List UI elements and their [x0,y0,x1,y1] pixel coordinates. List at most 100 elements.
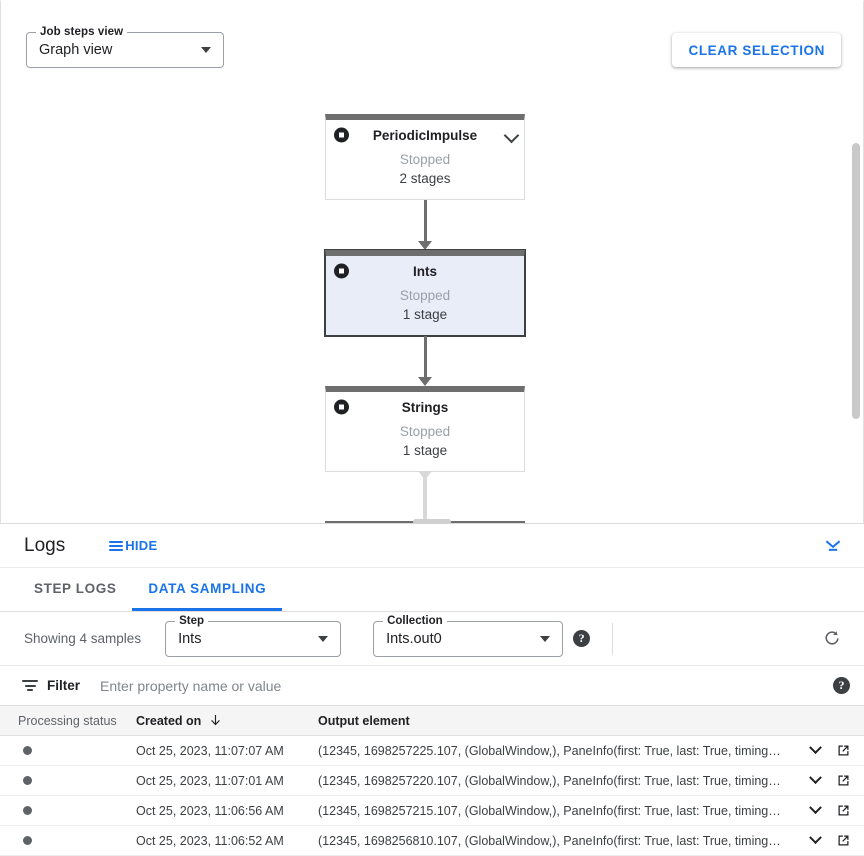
logs-title: Logs [24,534,66,556]
open-in-new-icon [838,805,848,816]
table-row[interactable]: Oct 25, 2023, 11:06:52 AM (12345, 169825… [0,826,864,856]
cell-created-on: Oct 25, 2023, 11:06:56 AM [136,803,284,818]
filter-icon [22,680,38,691]
cell-processing-status [0,836,130,845]
sampling-controls: Showing 4 samples Step Ints Collection I… [0,612,864,666]
open-in-new-icon [838,835,848,846]
row-actions [802,738,864,764]
refresh-samples-button[interactable] [814,621,850,657]
job-steps-view-label: Job steps view [36,25,128,39]
column-header-processing-status[interactable]: Processing status [18,713,117,728]
collection-select[interactable]: Collection Ints.out0 [373,613,564,657]
menu-icon [109,540,124,551]
row-actions [802,768,864,794]
stopped-icon [334,127,349,143]
table-row[interactable]: Oct 25, 2023, 11:06:56 AM (12345, 169825… [0,796,864,826]
collection-select-value: Ints.out0 [386,630,442,647]
showing-samples-text: Showing 4 samples [24,631,142,646]
processing-status-dot-icon [23,836,32,845]
samples-table: Processing status Created on Output elem… [0,706,864,856]
graph-canvas[interactable]: PeriodicImpulse Stopped 2 stages Ints St… [1,1,863,523]
tab-data-sampling[interactable]: DATA SAMPLING [132,568,283,611]
step-select[interactable]: Step Ints [165,613,342,657]
expand-row-button[interactable] [802,798,828,824]
chevron-down-icon [540,635,551,642]
node-status: Stopped [399,152,451,167]
chevron-down-icon [808,771,822,785]
filter-help-icon[interactable]: ? [833,677,850,694]
graph-edge-2 [423,336,427,378]
open-in-new-icon [838,745,848,756]
logs-panel-resize-handle[interactable] [413,519,451,524]
table-row[interactable]: Oct 25, 2023, 11:07:07 AM (12345, 169825… [0,736,864,766]
graph-edge-1 [423,200,427,242]
node-stages: 1 stage [402,443,448,458]
chevron-down-icon [201,47,211,53]
node-status: Stopped [399,424,451,439]
step-select-value: Ints [178,630,202,647]
graph-edge-3 [423,472,427,523]
chevron-down-icon [808,741,822,755]
open-in-new-button[interactable] [830,828,856,854]
cell-created-on: Oct 25, 2023, 11:06:52 AM [136,833,284,848]
node-stages: 2 stages [399,171,451,186]
open-in-new-button[interactable] [830,738,856,764]
graph-node-strings[interactable]: Strings Stopped 1 stage [325,386,525,472]
table-row[interactable]: Oct 25, 2023, 11:07:01 AM (12345, 169825… [0,766,864,796]
column-header-output-element[interactable]: Output element [318,713,410,728]
node-title: PeriodicImpulse [372,127,478,143]
processing-status-dot-icon [23,806,32,815]
job-steps-view-value: Graph view [39,42,113,58]
tab-step-logs[interactable]: STEP LOGS [18,568,132,611]
node-header: Ints [326,256,524,286]
processing-status-dot-icon [23,776,32,785]
graph-node-ints[interactable]: Ints Stopped 1 stage [325,250,525,336]
cell-output-element: (12345, 1698257220.107, (GlobalWindow,),… [318,773,781,788]
collection-help-icon[interactable]: ? [573,630,591,647]
stopped-icon [334,399,349,415]
graph-edge-arrow-3 [418,471,432,480]
open-in-new-button[interactable] [830,798,856,824]
collapse-panel-button[interactable] [816,529,850,563]
sort-descending-icon [209,714,222,727]
filter-input[interactable] [98,676,833,695]
cell-created-on: Oct 25, 2023, 11:07:01 AM [136,773,284,788]
cell-output-element: (12345, 1698257225.107, (GlobalWindow,),… [318,743,781,758]
cell-output-element: (12345, 1698257215.107, (GlobalWindow,),… [318,803,781,818]
logs-header: Logs HIDE [0,524,864,568]
expand-less-double-icon [825,539,841,551]
expand-row-button[interactable] [802,828,828,854]
node-title: Ints [412,263,437,279]
filter-bar: Filter ? [0,666,864,706]
table-header-row: Processing status Created on Output elem… [0,706,864,736]
open-in-new-button[interactable] [830,768,856,794]
cell-processing-status [0,806,130,815]
hide-logs-button[interactable]: HIDE [105,534,161,557]
step-select-label: Step [175,613,208,628]
filter-label: Filter [47,678,81,693]
toolbar-divider [612,622,614,655]
column-header-created-on[interactable]: Created on [130,714,312,728]
collection-select-label: Collection [383,613,447,628]
cell-created-on: Oct 25, 2023, 11:07:07 AM [136,743,284,758]
graph-edge-arrow-2 [418,377,432,386]
expand-row-button[interactable] [802,768,828,794]
chevron-down-icon [808,801,822,815]
node-status: Stopped [399,288,451,303]
chevron-down-icon [808,831,822,845]
open-in-new-icon [838,775,848,786]
cell-processing-status [0,776,130,785]
graph-node-periodicimpulse[interactable]: PeriodicImpulse Stopped 2 stages [325,114,525,200]
expand-row-button[interactable] [802,738,828,764]
graph-vertical-scrollbar[interactable] [852,143,860,419]
logs-panel: Logs HIDE STEP LOGS DATA SAMPLING Showin… [0,519,864,856]
job-steps-view-select[interactable]: Job steps view Graph view [26,25,224,68]
hide-logs-label: HIDE [125,538,158,553]
table-body: Oct 25, 2023, 11:07:07 AM (12345, 169825… [0,736,864,856]
node-header: PeriodicImpulse [326,120,524,150]
cell-output-element: (12345, 1698256810.107, (GlobalWindow,),… [318,833,781,848]
chevron-down-icon[interactable] [503,127,520,144]
clear-selection-button[interactable]: CLEAR SELECTION [672,33,841,67]
processing-status-dot-icon [23,746,32,755]
